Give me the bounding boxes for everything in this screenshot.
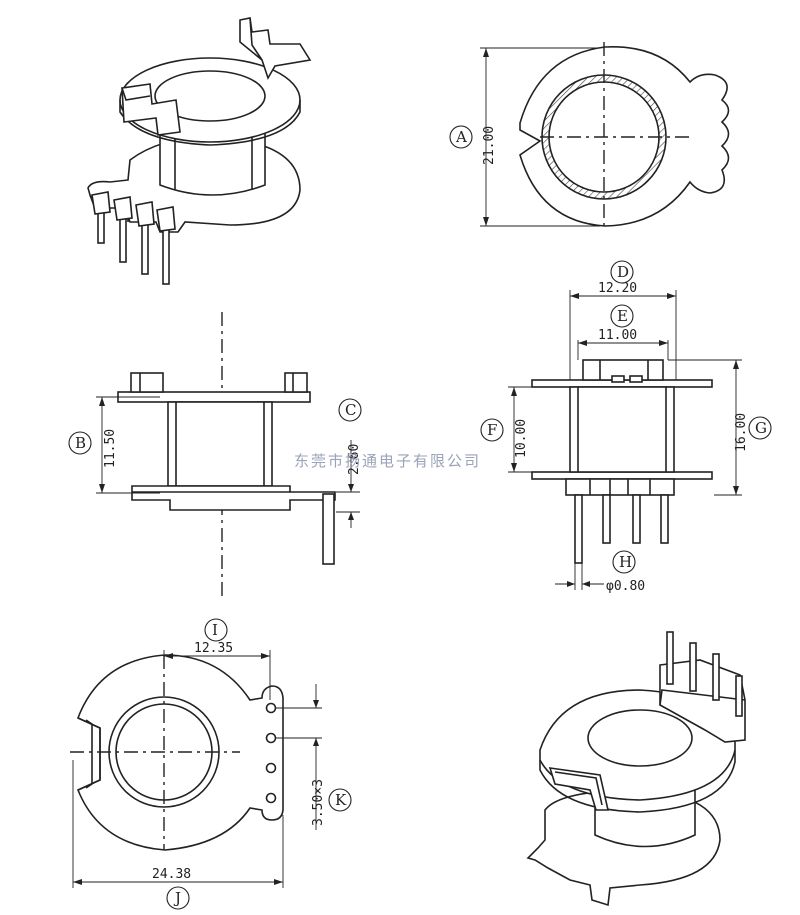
label-G-circle: [748, 416, 772, 440]
label-A: A: [455, 128, 467, 146]
watermark: 东莞市扬通电子有限公司: [294, 452, 481, 470]
label-D-circle: [610, 260, 634, 284]
label-K: K: [335, 791, 347, 809]
label-I: I: [212, 621, 218, 639]
label-C: C: [345, 401, 356, 419]
label-J: J: [173, 889, 181, 907]
dim-G-value: 16.00: [734, 413, 749, 452]
dim-B-value: 11.50: [103, 429, 118, 468]
label-C-circle: [338, 398, 362, 422]
dim-H-value: φ0.80: [606, 579, 645, 594]
bottom-view: 12.35 I 24.38 J 3.50×3 K: [70, 618, 352, 910]
label-B: B: [75, 434, 86, 452]
dim-D-value: 12.20: [598, 281, 637, 296]
dim-J-value: 24.38: [152, 867, 191, 882]
side-view: 11.50 B 2.60 C: [68, 312, 362, 600]
dim-K-value: 3.50×3: [311, 779, 326, 826]
label-H: H: [619, 553, 632, 571]
label-G: G: [755, 419, 767, 437]
label-I-circle: [204, 618, 228, 642]
label-K-circle: [328, 788, 352, 812]
dim-C-value: 2.60: [347, 444, 362, 475]
label-A-circle: [449, 125, 473, 149]
front-view: 12.20 D 11.00 E 10.00 F 16.00 G φ0.80: [480, 260, 772, 594]
dim-E-value: 11.00: [598, 328, 637, 343]
label-D: D: [617, 263, 629, 281]
label-E-circle: [610, 304, 634, 328]
label-F: F: [487, 421, 497, 439]
dim-A-value: 21.00: [482, 126, 497, 165]
label-B-circle: [68, 431, 92, 455]
label-J-circle: [166, 886, 190, 910]
label-F-circle: [480, 418, 504, 442]
dim-F-value: 10.00: [514, 419, 529, 458]
label-E: E: [617, 307, 628, 325]
isometric-view-top: [87, 17, 312, 285]
dim-I-value: 12.35: [194, 641, 233, 656]
top-view: 21.00 A: [449, 42, 730, 228]
label-H-circle: [612, 550, 636, 574]
isometric-view-bottom: [526, 631, 746, 907]
